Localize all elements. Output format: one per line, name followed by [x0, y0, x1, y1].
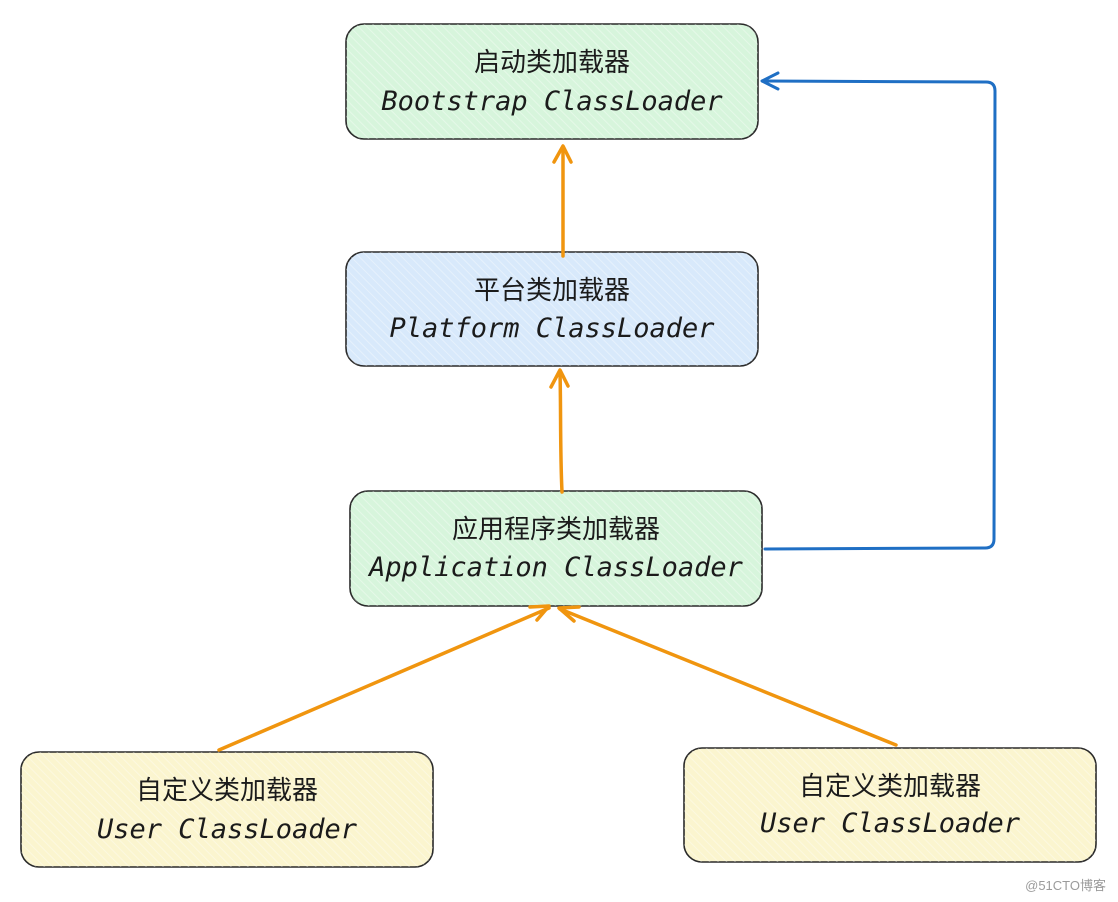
application-classloader-node: 应用程序类加载器 Application ClassLoader [349, 490, 763, 607]
bootstrap-classloader-node: 启动类加载器 Bootstrap ClassLoader [345, 23, 759, 140]
application-to-bootstrap-arrow [760, 71, 997, 551]
application-node-subtitle: Application ClassLoader [367, 552, 744, 583]
user-right-node-title: 自定义类加载器 [799, 772, 981, 802]
user-classloader-right-node: 自定义类加载器 User ClassLoader [683, 747, 1097, 863]
blue-arrowhead [760, 71, 780, 91]
arrowhead-bootstrap [552, 144, 573, 164]
bootstrap-node-hatch [346, 24, 758, 139]
platform-node-title: 平台类加载器 [474, 276, 630, 306]
bootstrap-node-subtitle: Bootstrap ClassLoader [381, 86, 723, 117]
user-left-node-title: 自定义类加载器 [136, 776, 318, 806]
parent-delegation-arrows [217, 144, 898, 752]
user-left-node-subtitle: User ClassLoader [97, 814, 358, 845]
user-left-node-hatch [21, 752, 433, 867]
platform-node-hatch [346, 252, 758, 366]
arrow-application-to-platform [558, 370, 564, 494]
arrowhead-application-left [528, 604, 551, 622]
application-node-title: 应用程序类加载器 [452, 515, 660, 545]
arrowhead-platform [549, 368, 570, 389]
platform-node-subtitle: Platform ClassLoader [389, 313, 715, 344]
user-right-node-hatch [684, 748, 1096, 862]
arrow-user-left-to-application [217, 606, 551, 752]
bootstrap-node-title: 启动类加载器 [474, 48, 630, 78]
blue-connector-line [762, 79, 997, 551]
platform-classloader-node: 平台类加载器 Platform ClassLoader [345, 251, 759, 367]
user-right-node-subtitle: User ClassLoader [760, 808, 1021, 839]
arrow-user-right-to-application [558, 607, 898, 747]
watermark-text: @51CTO博客 [1025, 878, 1106, 893]
user-classloader-left-node: 自定义类加载器 User ClassLoader [20, 751, 434, 868]
application-node-hatch [350, 491, 762, 606]
arrowhead-application-right [557, 605, 581, 623]
